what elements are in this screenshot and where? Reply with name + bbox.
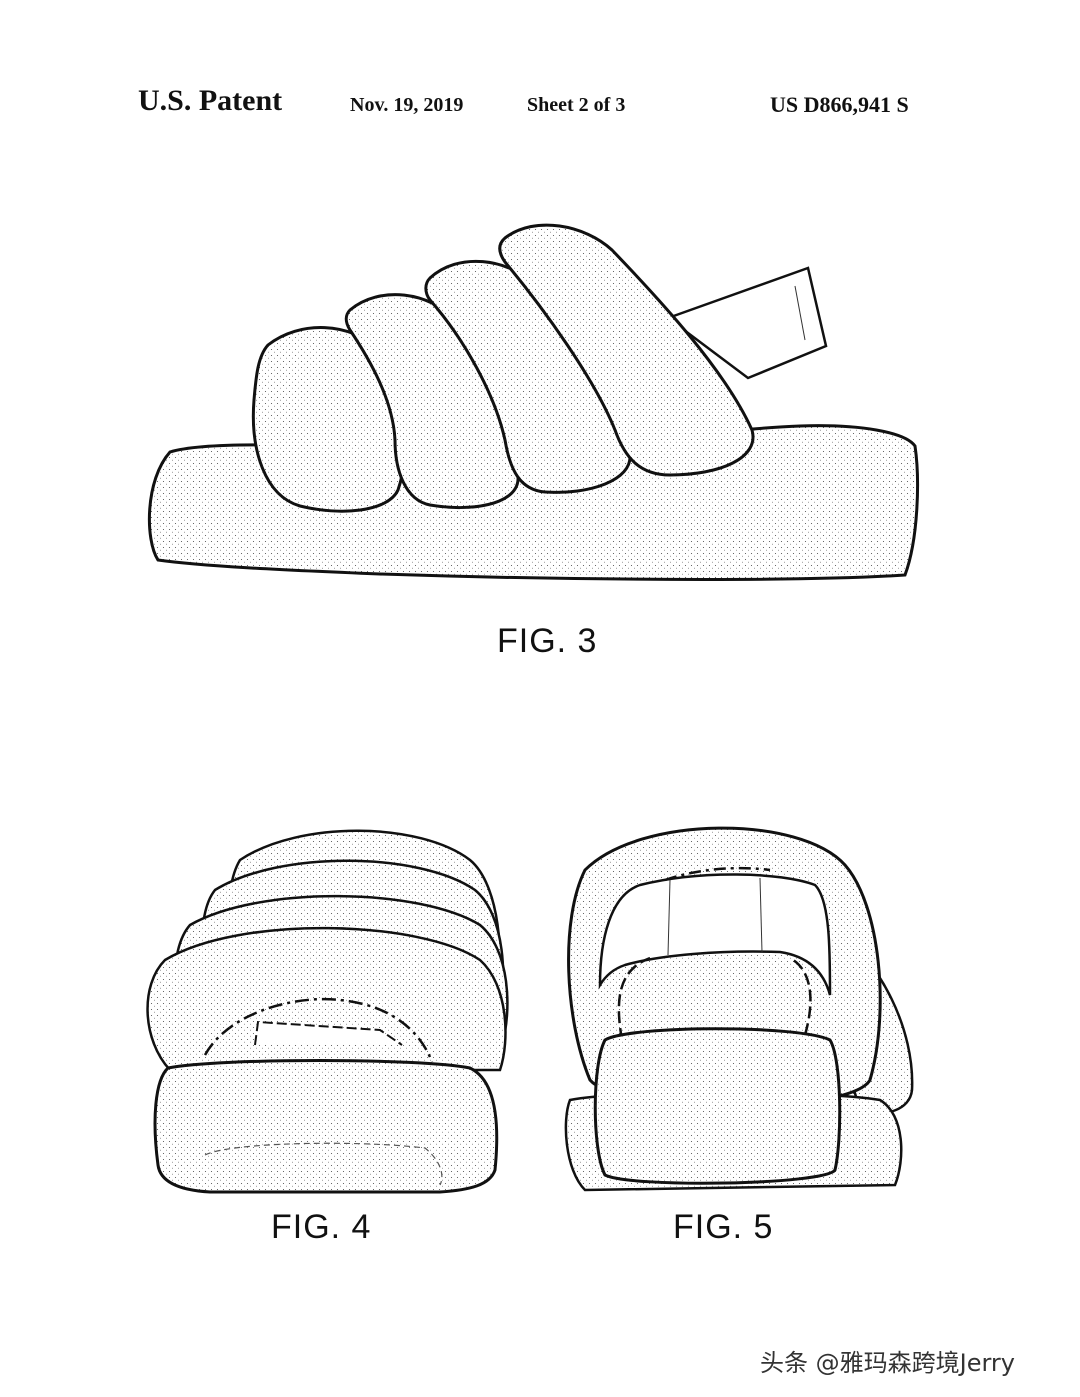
fig5-heel-block <box>593 1027 842 1185</box>
watermark: 头条 @雅玛森跨境Jerry <box>760 1349 1015 1377</box>
fig3-heel-strap <box>665 266 828 380</box>
fig4-label: FIG. 4 <box>271 1208 372 1246</box>
fig4-sole <box>153 1059 499 1194</box>
sheet-number: Sheet 2 of 3 <box>527 94 626 116</box>
fig3-label: FIG. 3 <box>497 622 598 660</box>
fig3-tube-4 <box>498 223 755 477</box>
fig5-drawing <box>564 826 914 1192</box>
fig5-label: FIG. 5 <box>673 1208 774 1246</box>
fig4-drawing <box>146 829 509 1194</box>
patent-title: U.S. Patent <box>138 84 283 117</box>
fig3-drawing <box>147 223 920 581</box>
patent-date: Nov. 19, 2019 <box>350 94 464 116</box>
patent-number: US D866,941 S <box>770 92 909 117</box>
